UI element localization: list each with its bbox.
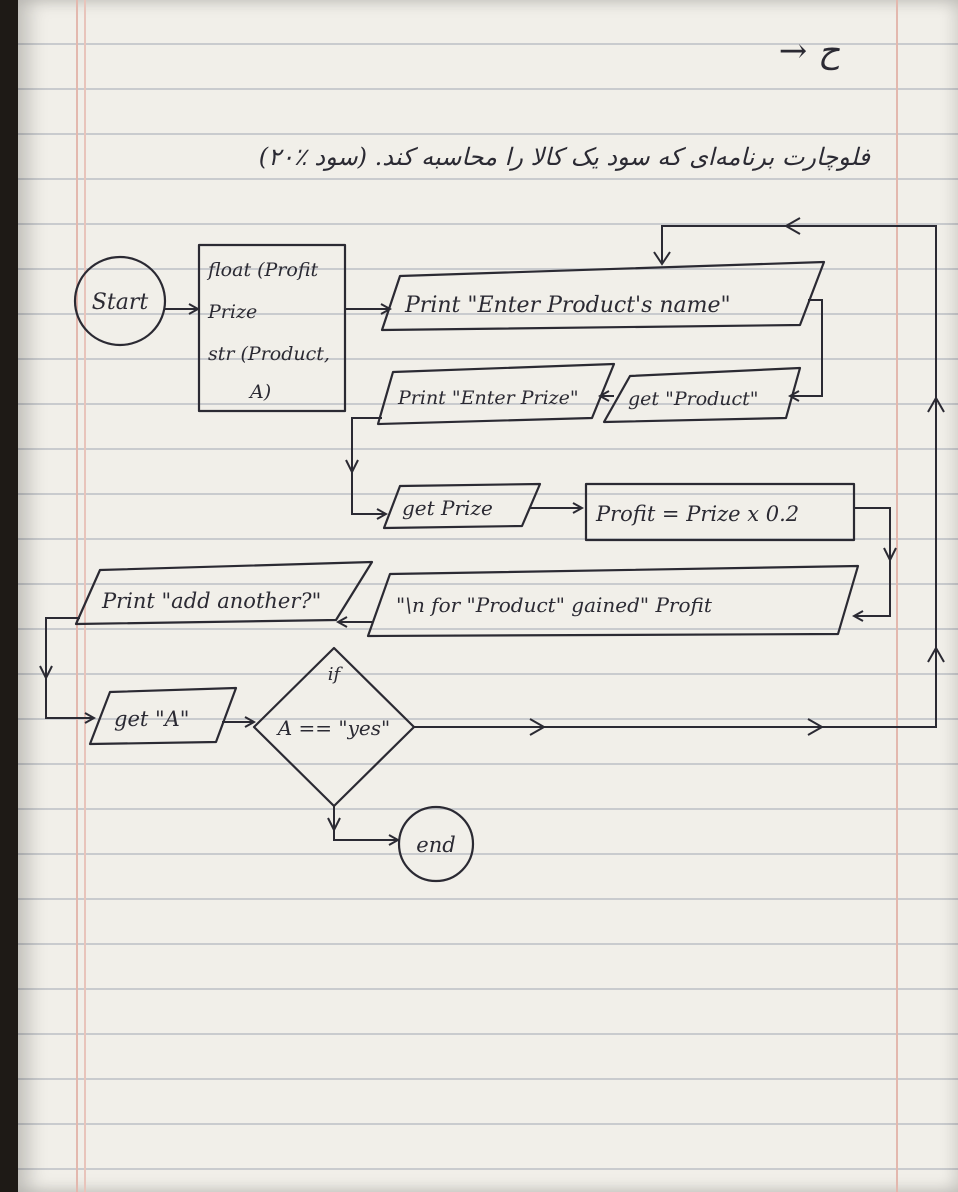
start-label: Start (92, 290, 149, 315)
output-label: "\n for "Product" gained" Profit (396, 593, 713, 617)
print-add-label: Print "add another?" (101, 589, 321, 613)
profit-calc-process (584, 482, 856, 542)
output-io (366, 564, 860, 638)
loop-arrow-head-1 (529, 718, 547, 736)
declaration-line-2: Prize (207, 301, 257, 323)
flow-print-prize-to-get-prize (351, 417, 386, 514)
corner-mark: → ح (779, 31, 840, 71)
print-prize-io (376, 362, 616, 426)
decision-if-label: if (328, 664, 344, 685)
get-product-io (602, 366, 802, 424)
flow-loop-back (414, 225, 937, 728)
flow-print-name-to-get-product (790, 299, 823, 396)
declaration-line-3: str (Product, (208, 343, 330, 365)
declaration-line-4: A) (248, 381, 271, 403)
get-prize-label: get Prize (402, 496, 493, 520)
flow-arrow-head-end (327, 817, 341, 833)
print-prize-label: Print "Enter Prize" (397, 387, 579, 409)
flow-arrow-head-profit (883, 547, 897, 563)
flow-profit-to-output (854, 507, 891, 616)
loop-arrow-head-6 (653, 251, 671, 266)
declaration-line-1: float (Profit (206, 259, 319, 281)
get-a-io (88, 686, 238, 746)
decision-label: A == "yes" (276, 716, 390, 740)
margin-line-left (76, 0, 78, 1192)
notebook-page (18, 0, 958, 1192)
loop-arrow-head-5 (783, 217, 801, 235)
loop-arrow-head-4 (927, 395, 945, 413)
loop-arrow-head-2 (807, 718, 825, 736)
flow-print-add-to-get-a (45, 617, 94, 718)
flow-decision-to-end (333, 806, 398, 840)
profit-calc-label: Profit = Prize x 0.2 (595, 502, 799, 526)
margin-line-left-inner (84, 0, 86, 1192)
start-terminal (73, 255, 167, 347)
declaration-box (197, 243, 347, 413)
print-name-label: Print "Enter Product's name" (404, 293, 731, 318)
page-heading: فلوچارت برنامه‌ای که سود یک کالا را محاس… (259, 143, 871, 171)
end-label: end (416, 833, 455, 857)
get-prize-io (382, 482, 542, 530)
get-a-label: get "A" (114, 707, 189, 731)
flow-arrow-head-left (39, 665, 53, 681)
flow-arrow-head-prize (345, 459, 359, 475)
loop-arrow-head-3 (927, 645, 945, 663)
margin-line-right (896, 0, 898, 1192)
get-product-label: get "Product" (628, 388, 759, 410)
